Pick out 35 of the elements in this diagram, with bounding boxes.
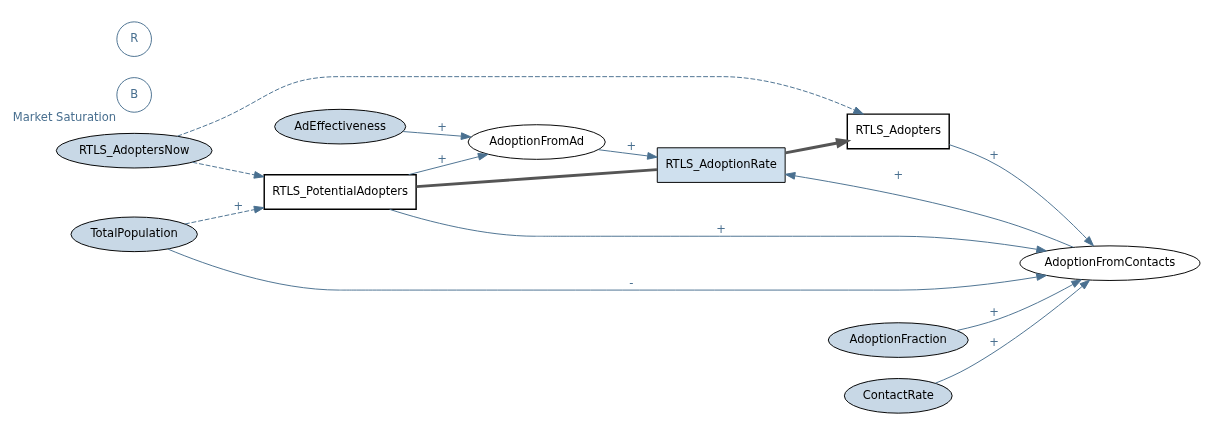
arrow xyxy=(956,278,1082,331)
edge-label: + xyxy=(716,221,727,236)
edge-label: + xyxy=(989,147,999,162)
edge-label: + xyxy=(893,167,904,182)
node-circle: R xyxy=(116,20,152,57)
node-circle: B xyxy=(116,76,152,113)
node-ellipse: RTLS_AdoptersNow xyxy=(55,132,213,168)
arrow xyxy=(785,137,852,154)
arrow xyxy=(934,279,1091,384)
node-ellipse: AdEffectiveness xyxy=(274,108,407,144)
node-ellipse: AdoptionFraction xyxy=(827,321,969,358)
edge-label: - xyxy=(629,275,634,290)
node-label: Market Saturation xyxy=(12,109,117,124)
connector xyxy=(416,167,658,188)
node-box: RTLS_AdoptionRate xyxy=(656,146,786,183)
arrow xyxy=(176,75,864,137)
edge-label: + xyxy=(437,151,447,166)
arrow xyxy=(389,208,1047,253)
node-ellipse: ContactRate xyxy=(843,377,953,414)
arrow xyxy=(402,130,472,140)
arrow xyxy=(167,248,1047,291)
node-ellipse: TotalPopulation xyxy=(70,216,198,252)
edge-label: + xyxy=(989,304,999,319)
arrow xyxy=(408,152,489,175)
arrow xyxy=(184,205,265,224)
arrow xyxy=(784,171,1074,248)
arrow xyxy=(192,161,265,179)
node-box: RTLS_PotentialAdopters xyxy=(263,173,417,210)
edge-label: + xyxy=(989,334,999,349)
arrow xyxy=(598,148,658,160)
edge-label: + xyxy=(437,119,447,134)
node-box: RTLS_Adopters xyxy=(846,112,950,149)
arrow xyxy=(948,143,1094,246)
edge-label: + xyxy=(626,138,637,153)
edge-label: + xyxy=(233,198,244,213)
